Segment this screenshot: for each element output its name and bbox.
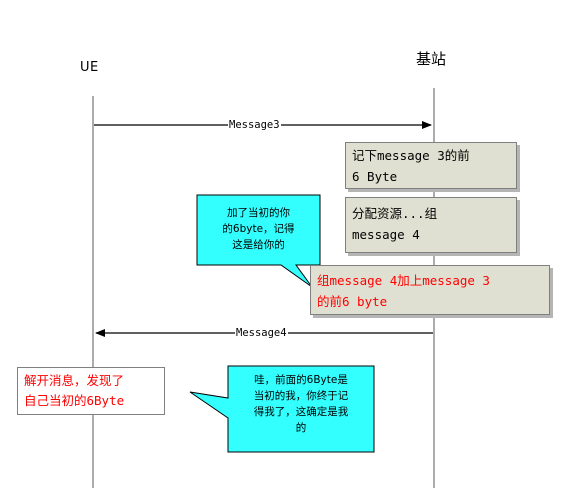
note-decode-message: 解开消息，发现了 自己当初的6Byte	[17, 367, 165, 415]
note-record-6byte: 记下message 3的前 6 Byte	[345, 142, 517, 189]
ue-callout-shape	[189, 365, 375, 453]
ue-actor-label: UE	[80, 60, 99, 75]
ue-callout-text: 哇，前面的6Byte是 当初的我，你终于记 得我了，这确定是我 的	[253, 374, 349, 434]
note-assemble-message4: 组message 4加上message 3 的前6 byte	[310, 265, 550, 315]
message4-label: Message4	[235, 327, 288, 339]
note-allocate-resource: 分配资源...组 message 4	[345, 197, 517, 253]
enb-callout-shape	[196, 194, 321, 288]
enb-actor-label: 基站	[416, 50, 447, 68]
enb-callout-text: 加了当初的你 的6byte，记得 这是给你的	[222, 207, 295, 251]
message3-label: Message3	[228, 119, 281, 131]
